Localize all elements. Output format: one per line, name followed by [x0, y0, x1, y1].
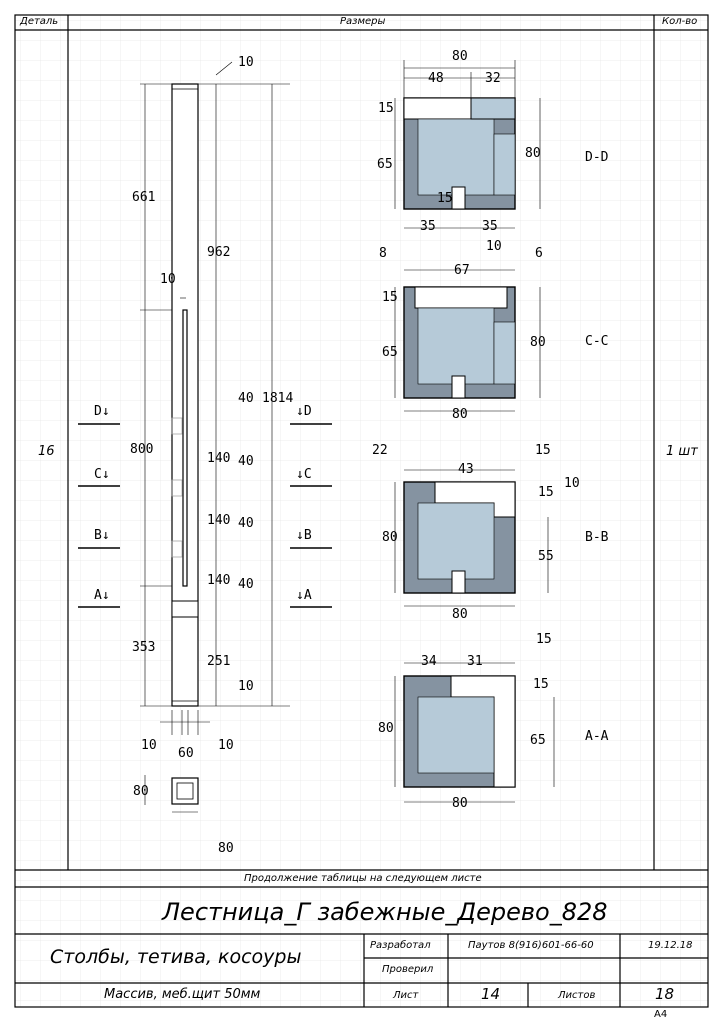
sheets-total: 18	[655, 985, 675, 1003]
date: 19.12.18	[648, 940, 693, 951]
dim-mid-len: 800	[130, 442, 154, 457]
cc-label: C-C	[585, 334, 609, 349]
cut-mark-left-d: D↓	[94, 404, 110, 419]
cut-mark-right-b: ↓B	[296, 528, 312, 543]
cc-height: 80	[530, 335, 546, 350]
dim-gap-40-d: 40	[238, 577, 254, 592]
dim-gap-40-b: 40	[238, 454, 254, 469]
header-detail: Деталь	[20, 16, 59, 27]
bb-side: 55	[538, 549, 554, 564]
dd-slot: 15	[437, 191, 453, 206]
post-elevation	[171, 83, 199, 707]
project-title: Лестница_Г забежные_Дерево_828	[162, 898, 608, 926]
bb-top-2: 10	[564, 476, 580, 491]
dim-bottom-len: 251	[207, 654, 231, 669]
row-quantity: 1 шт	[666, 444, 698, 459]
bb-bottom: 80	[452, 607, 468, 622]
aa-label: A-A	[585, 729, 609, 744]
dd-top: 15	[378, 101, 394, 116]
developer: Паутов 8(916)601-66-60	[468, 940, 594, 951]
dd-bottom-1: 35	[420, 219, 436, 234]
cc-left: 8	[379, 246, 387, 261]
sheet-number: 14	[481, 985, 501, 1003]
aa-height: 80	[378, 721, 394, 736]
cut-mark-lines	[78, 423, 332, 608]
cc-inner: 67	[454, 263, 470, 278]
dim-bottom-gap: 10	[238, 679, 254, 694]
dd-width-2: 32	[485, 71, 501, 86]
dim-slot-offset: 10	[160, 272, 176, 287]
table-frame	[14, 14, 709, 1008]
section-dd	[403, 97, 516, 210]
section-aa-dims	[394, 662, 555, 803]
cut-mark-right-a: ↓A	[296, 588, 312, 603]
header-quantity: Кол-во	[662, 16, 698, 27]
dim-gap-40-a: 40	[238, 391, 254, 406]
paper-format: A4	[654, 1009, 668, 1020]
aa-top: 15	[533, 677, 549, 692]
dd-bottom-2: 35	[482, 219, 498, 234]
dim-slot-len: 962	[207, 245, 231, 260]
bb-right: 15	[535, 443, 551, 458]
section-bb	[403, 481, 516, 594]
dd-label: D-D	[585, 150, 609, 165]
aa-width-1: 34	[421, 654, 437, 669]
developed-label: Разработал	[370, 940, 431, 951]
cut-mark-left-a: A↓	[94, 588, 110, 603]
drawing-name: Столбы, тетива, косоуры	[50, 946, 302, 968]
dim-lower-len: 353	[132, 640, 156, 655]
dim-gap-140-c: 140	[207, 573, 231, 588]
cc-top: 15	[382, 290, 398, 305]
header-sizes: Размеры	[340, 16, 386, 27]
bb-left: 22	[372, 443, 388, 458]
aa-top-right: 15	[536, 632, 552, 647]
dd-side: 65	[377, 157, 393, 172]
dim-top-gap: 10	[238, 55, 254, 70]
dim-section-width: 80	[218, 841, 234, 856]
aa-bottom: 80	[452, 796, 468, 811]
continue-note: Продолжение таблицы на следующем листе	[244, 873, 482, 884]
post-cross-section	[171, 777, 199, 805]
cut-mark-left-c: C↓	[94, 467, 110, 482]
section-dd-dims	[394, 60, 541, 229]
bb-height: 80	[382, 530, 398, 545]
material: Массив, меб.щит 50мм	[104, 987, 261, 1002]
cc-right: 6	[535, 246, 543, 261]
cc-side: 65	[382, 345, 398, 360]
dim-gap-40-c: 40	[238, 516, 254, 531]
cc-bottom: 80	[452, 407, 468, 422]
cut-mark-left-b: B↓	[94, 528, 110, 543]
dd-width-1: 48	[428, 71, 444, 86]
bb-top-1: 15	[538, 485, 554, 500]
bb-inner: 43	[458, 462, 474, 477]
checked-label: Проверил	[382, 964, 434, 975]
dim-width-left: 10	[141, 738, 157, 753]
post-dimension-lines	[140, 61, 290, 813]
dim-section-height: 80	[133, 784, 149, 799]
dim-total-len: 1814	[262, 391, 294, 406]
sheet-label: Лист	[393, 990, 419, 1001]
dim-width-mid: 60	[178, 746, 194, 761]
dd-bottom-3: 10	[486, 239, 502, 254]
dim-width-right: 10	[218, 738, 234, 753]
aa-width-2: 31	[467, 654, 483, 669]
cut-mark-right-d: ↓D	[296, 404, 312, 419]
dim-gap-140-b: 140	[207, 513, 231, 528]
aa-side: 65	[530, 733, 546, 748]
sheets-label: Листов	[558, 990, 596, 1001]
dd-height: 80	[525, 146, 541, 161]
section-aa	[403, 675, 516, 788]
cut-mark-right-c: ↓C	[296, 467, 312, 482]
section-bb-dims	[394, 469, 549, 607]
row-detail-number: 16	[38, 444, 55, 459]
dd-total-width: 80	[452, 49, 468, 64]
section-cc	[403, 286, 516, 399]
dim-upper-len: 661	[132, 190, 156, 205]
section-cc-dims	[394, 269, 541, 412]
dim-gap-140-a: 140	[207, 451, 231, 466]
bb-label: B-B	[585, 530, 609, 545]
